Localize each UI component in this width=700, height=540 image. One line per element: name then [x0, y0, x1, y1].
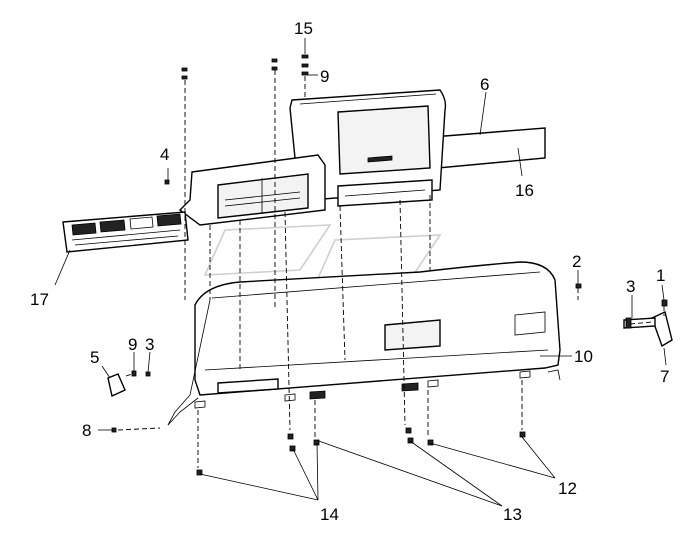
- callout-7: 7: [660, 367, 669, 386]
- callout-5: 5: [90, 348, 99, 367]
- part-10-lower-panel: [167, 261, 561, 426]
- callout-15: 15: [294, 19, 313, 38]
- callout-16: 16: [515, 181, 534, 200]
- callout-4: 4: [160, 145, 169, 164]
- callout-3-right: 3: [626, 277, 635, 296]
- callout-6: 6: [480, 75, 489, 94]
- part-5-left-bracket: [107, 373, 126, 397]
- callout-9-top: 9: [320, 67, 329, 86]
- callout-17: 17: [30, 290, 49, 309]
- part-4-lower-bezel: [178, 154, 326, 226]
- part-17-switch-module: [62, 211, 189, 253]
- callout-9-left: 9: [128, 335, 137, 354]
- callout-2: 2: [572, 252, 581, 271]
- callout-3-left: 3: [145, 335, 154, 354]
- callout-labels: 15 9 6 4 16 2 1 3 17 9 3 5 10 7 8 12 14 …: [30, 19, 669, 524]
- callout-12: 12: [558, 479, 577, 498]
- callout-13: 13: [503, 505, 522, 524]
- part-6-upper-console: [289, 89, 447, 207]
- fasteners: [111, 54, 632, 476]
- assembly-lines: [117, 70, 665, 468]
- callout-10: 10: [574, 347, 593, 366]
- callout-1: 1: [656, 266, 665, 285]
- leader-lines: [54, 38, 667, 507]
- callout-8: 8: [82, 421, 91, 440]
- callout-14: 14: [320, 505, 339, 524]
